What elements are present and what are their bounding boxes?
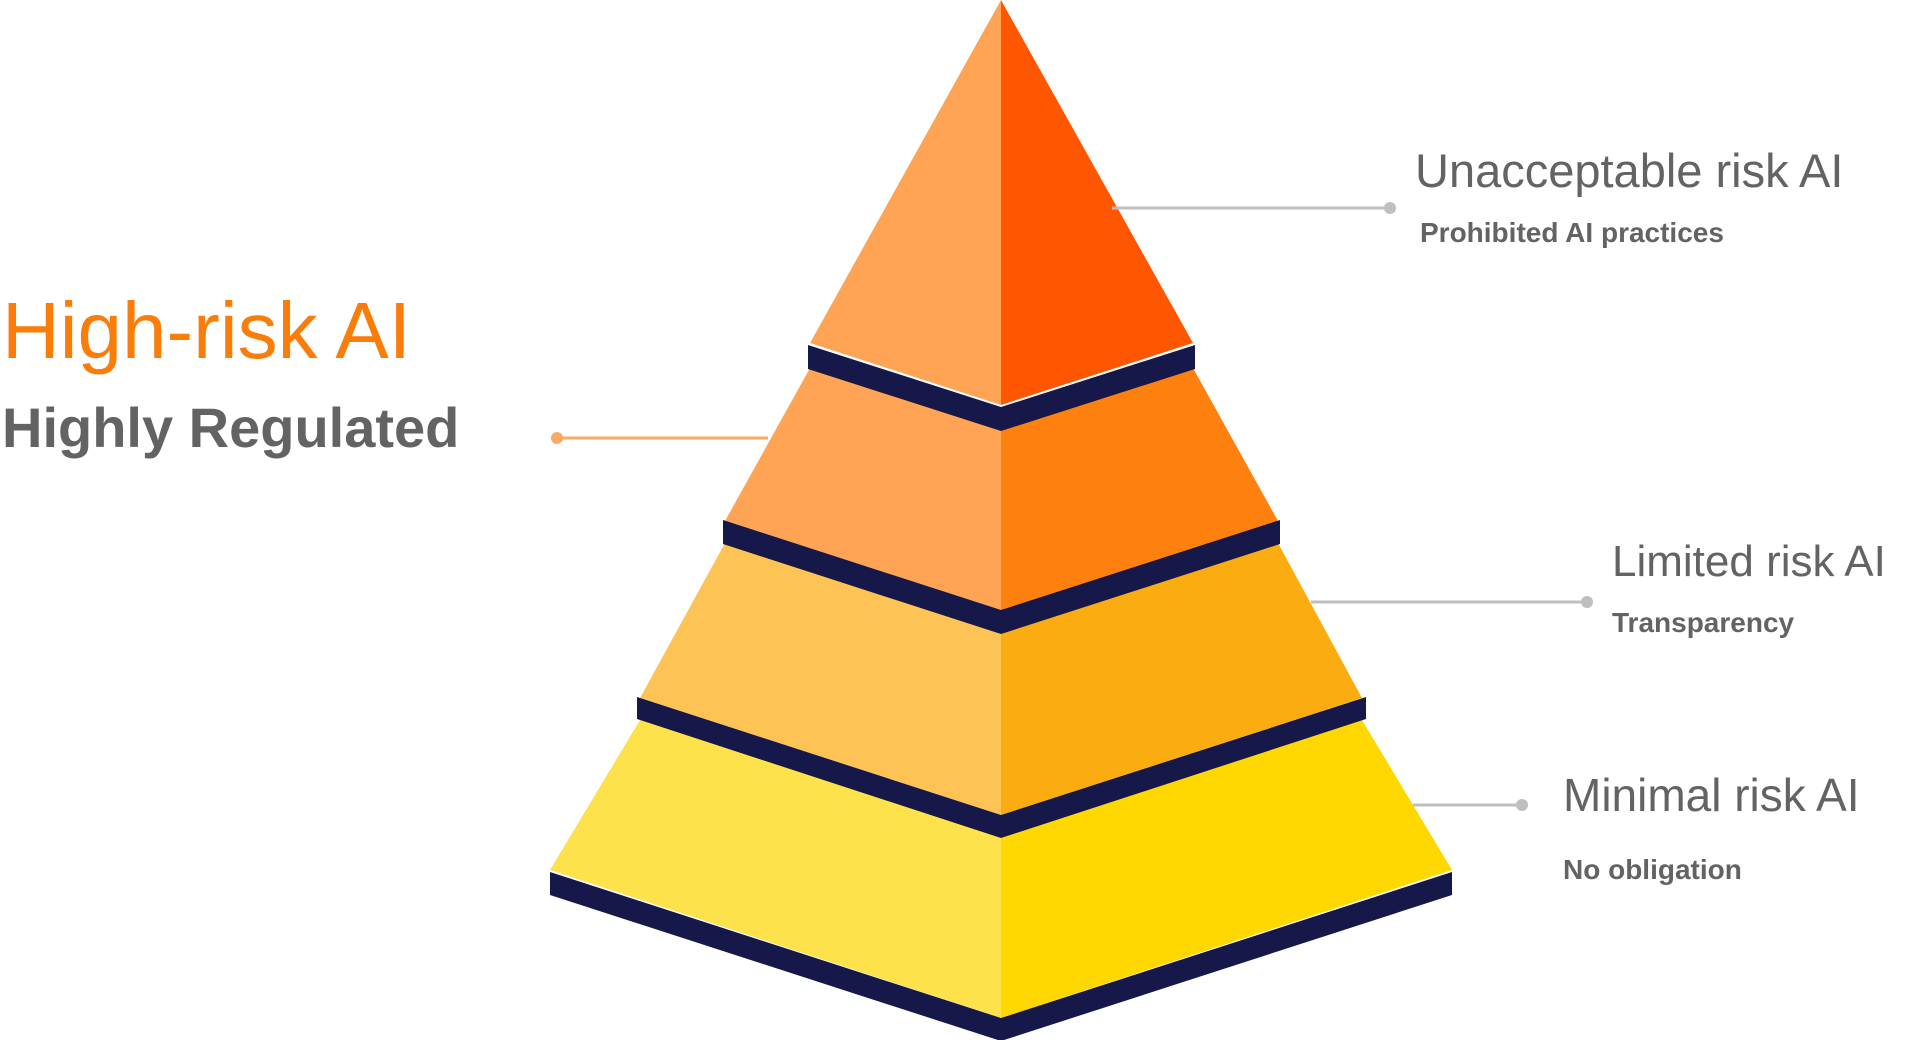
pyramid (550, 0, 1452, 1040)
label-high-title: High-risk AI (2, 286, 411, 375)
tier-minimal-left-face (550, 720, 1001, 1018)
connector-unacceptable (1112, 202, 1396, 214)
label-unacceptable-subtitle: Prohibited AI practices (1420, 217, 1724, 248)
label-minimal-subtitle: No obligation (1563, 854, 1742, 885)
tier-unacceptable-divider (808, 345, 1195, 431)
tier-high-right-face (1001, 368, 1278, 611)
tier-high-risk (723, 368, 1280, 634)
label-minimal-title: Minimal risk AI (1563, 769, 1859, 821)
label-high-subtitle: Highly Regulated (2, 396, 459, 459)
tier-limited-risk (637, 543, 1366, 838)
label-unacceptable-title: Unacceptable risk AI (1415, 144, 1843, 197)
tier-limited-left-face (640, 543, 1001, 815)
connector-minimal (1413, 799, 1528, 811)
tier-high-left-face (725, 368, 1001, 611)
tier-minimal-right-face (1001, 720, 1452, 1018)
tier-minimal-risk (550, 720, 1452, 1040)
tier-unacceptable-left-face (810, 0, 1001, 405)
connector-high (551, 432, 768, 444)
tier-limited-right-face (1001, 543, 1362, 815)
label-limited-title: Limited risk AI (1612, 537, 1886, 586)
connector-limited (1311, 596, 1593, 608)
labels: Unacceptable risk AI Prohibited AI pract… (2, 144, 1886, 885)
tier-unacceptable-right-face (1001, 0, 1193, 405)
connectors (551, 202, 1593, 811)
tier-high-divider (723, 520, 1280, 634)
tier-unacceptable-risk (808, 0, 1195, 431)
label-limited-subtitle: Transparency (1612, 607, 1795, 638)
